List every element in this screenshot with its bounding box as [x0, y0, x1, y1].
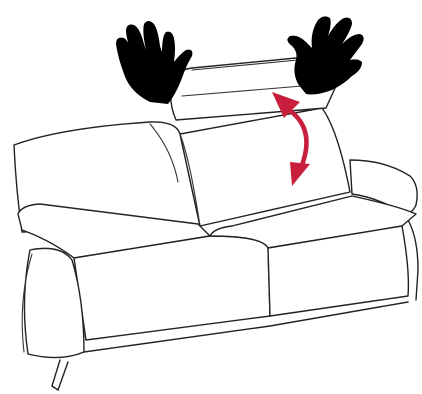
right-hand-icon — [287, 16, 363, 94]
